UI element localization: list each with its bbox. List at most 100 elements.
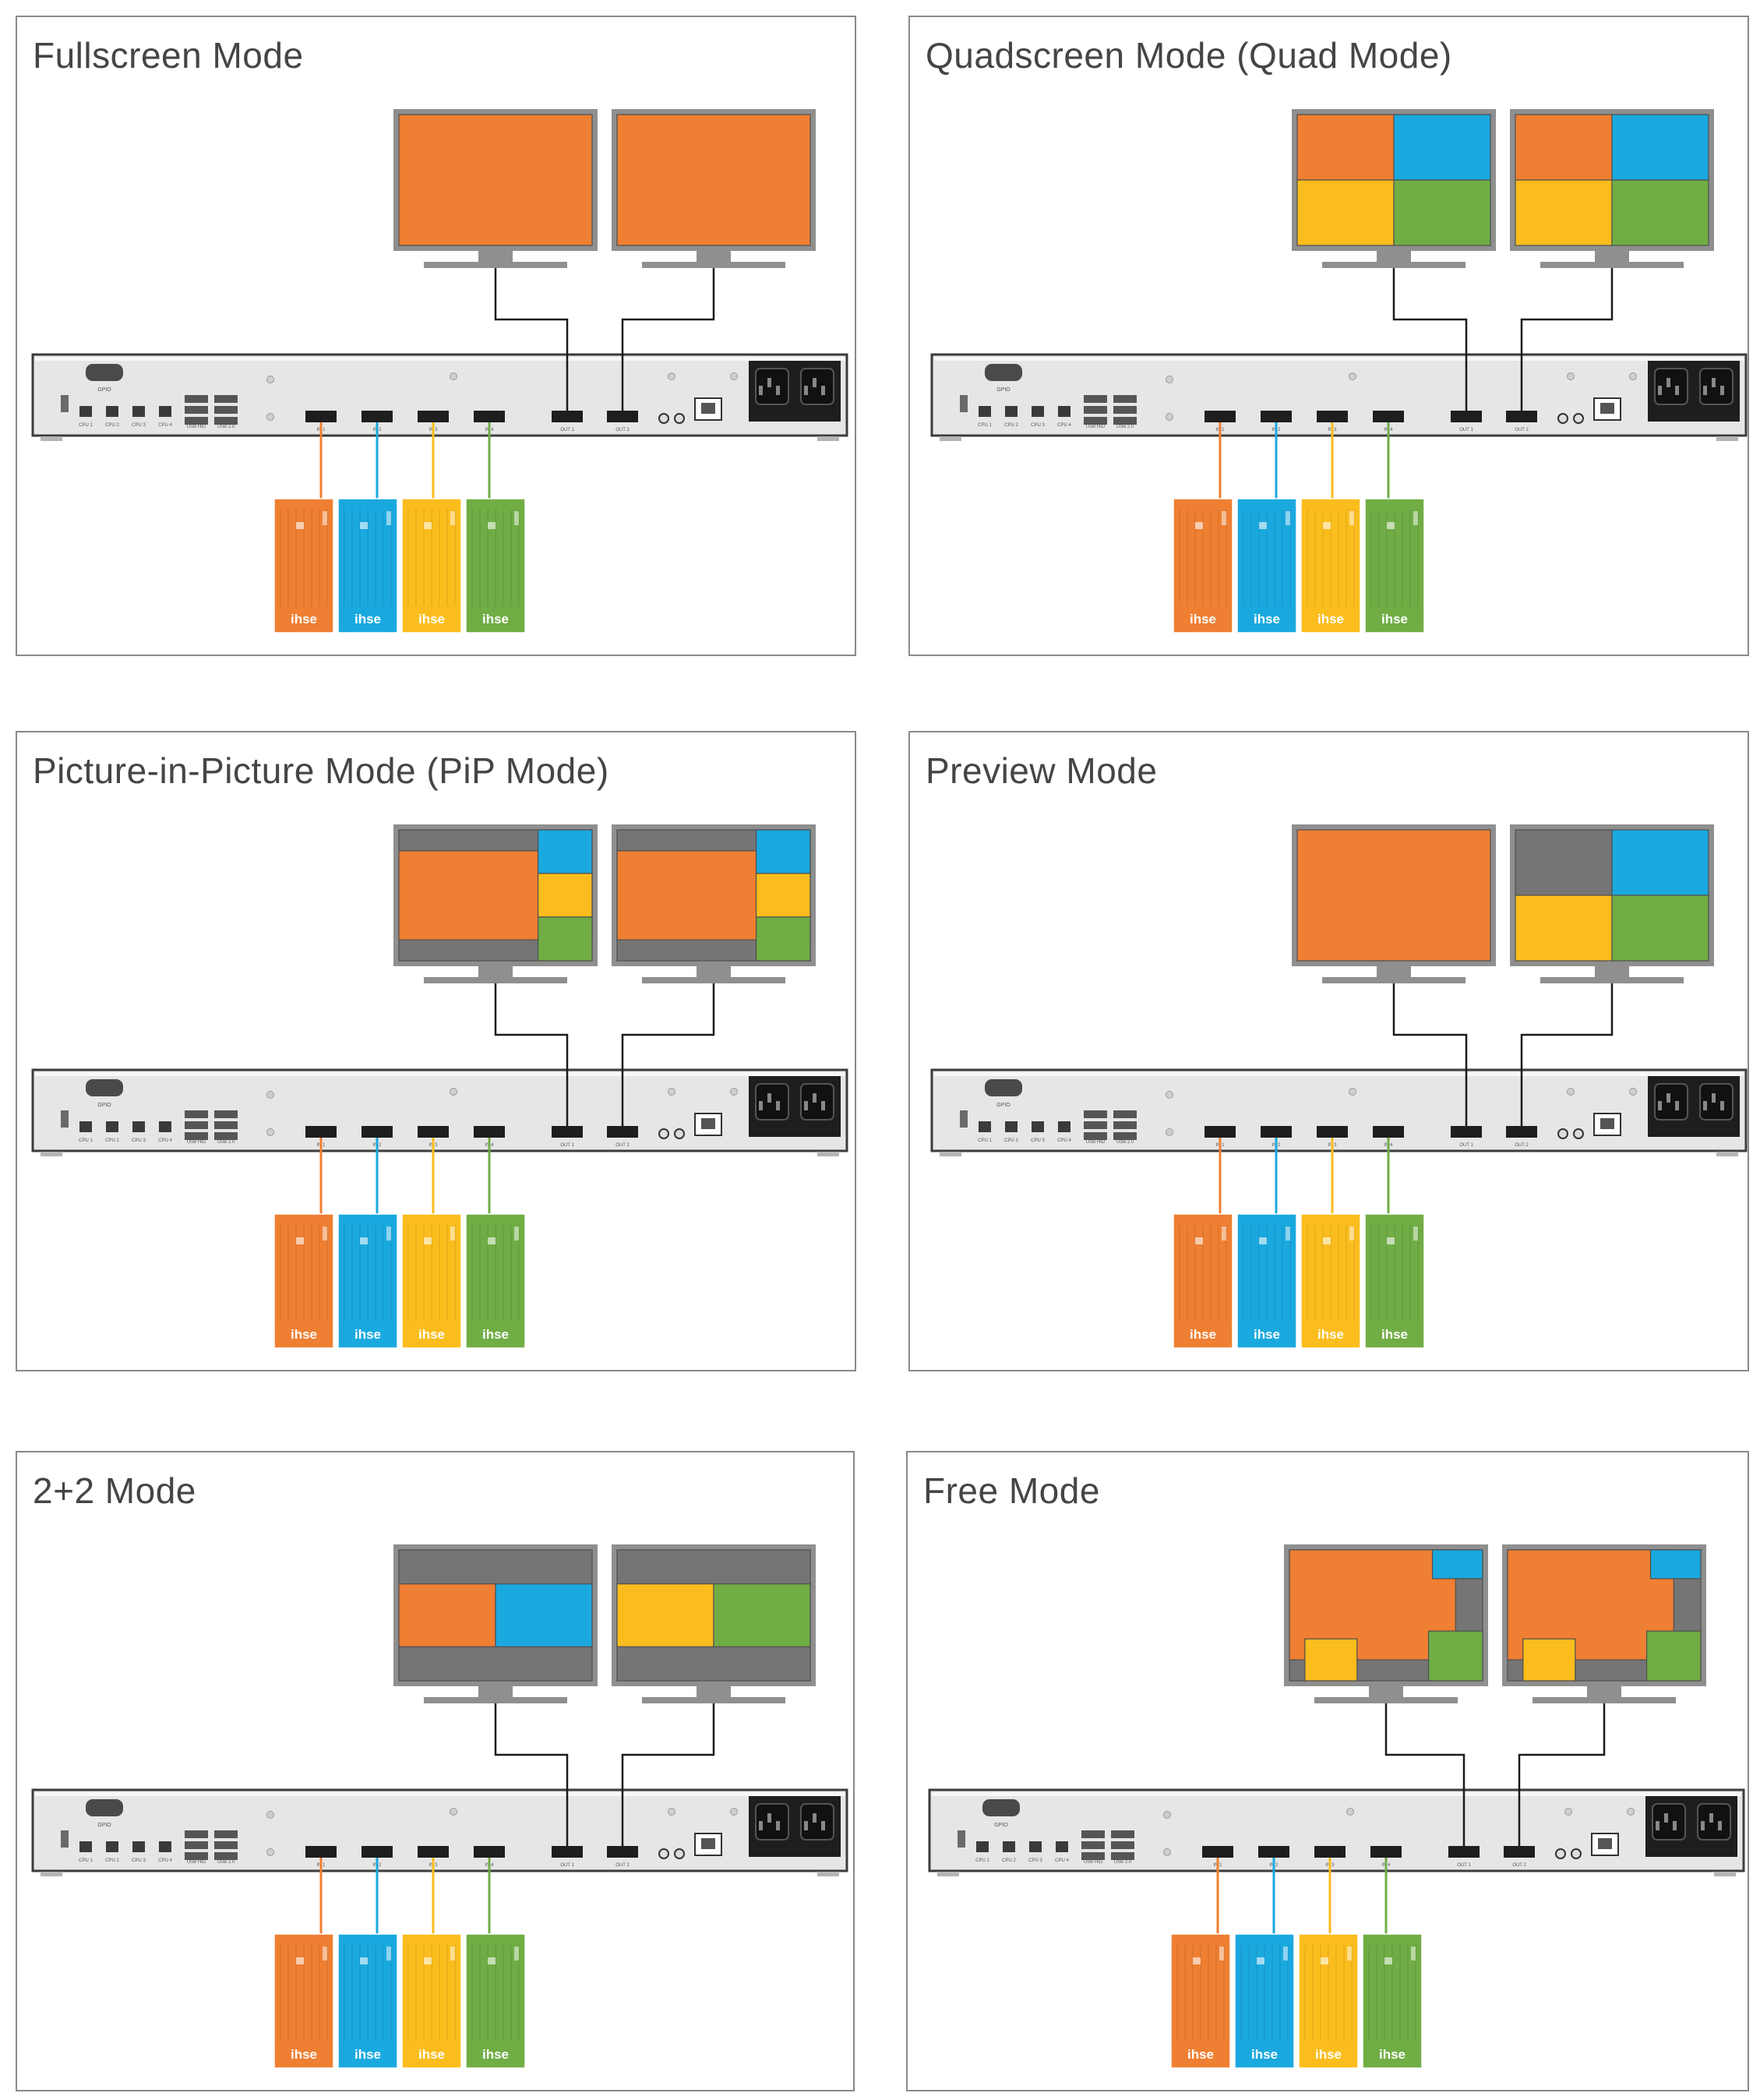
screw-icon <box>1567 1088 1575 1096</box>
audio-jack-icon <box>658 413 669 424</box>
screw-icon <box>1163 1848 1171 1856</box>
screw-icon <box>1564 1808 1572 1816</box>
serial-port-icon <box>985 1079 1022 1096</box>
power-pin <box>1675 386 1679 395</box>
monitor-stand-base <box>1314 1697 1458 1703</box>
switch-icon <box>61 1110 69 1128</box>
screw-icon <box>1166 1091 1173 1099</box>
screen-window <box>616 114 811 246</box>
usb-port-icon <box>1084 417 1107 425</box>
power-pin <box>767 1093 771 1103</box>
port-label: CPU 2 <box>1002 1858 1016 1863</box>
output-port <box>1451 1126 1482 1138</box>
cable-out-1 <box>1392 983 1468 1126</box>
power-pin <box>821 1821 825 1830</box>
pc-led <box>323 511 327 525</box>
screw-icon <box>1629 1088 1637 1096</box>
pc-brand-logo: ihse <box>291 2047 317 2062</box>
screw-icon <box>266 376 274 383</box>
usb-port-icon <box>979 406 991 417</box>
source-computer-1: ihse <box>273 1933 334 2069</box>
screen-window <box>1431 1549 1483 1579</box>
pc-port <box>1193 1957 1201 1964</box>
serial-port-icon <box>982 1799 1020 1816</box>
input-port <box>1314 1846 1346 1858</box>
monitor-stand-neck <box>1595 966 1629 977</box>
port-label: CPU 3 <box>132 1138 146 1143</box>
usb-port-icon <box>159 1121 171 1132</box>
source-computer-4: ihse <box>465 498 526 634</box>
output-port <box>1506 1126 1537 1138</box>
input-port <box>305 1126 337 1138</box>
pc-brand-logo: ihse <box>1187 2047 1214 2062</box>
port-label: OUT 1 <box>560 1143 574 1148</box>
source-computer-3: ihse <box>401 1213 462 1349</box>
port-label: OUT 2 <box>615 1863 630 1868</box>
cable-out-1 <box>1392 268 1468 411</box>
monitor-stand-base <box>642 262 785 268</box>
pc-led <box>386 1226 391 1241</box>
screw-icon <box>1349 1088 1356 1096</box>
port-label: OUT 1 <box>560 428 574 432</box>
power-pin <box>776 1821 780 1830</box>
monitor <box>1502 1544 1706 1703</box>
port-label: CPU 1 <box>79 423 93 428</box>
port-label: CPU 4 <box>158 1858 172 1863</box>
usb-port-icon <box>1058 1121 1070 1132</box>
power-pin <box>1712 1093 1716 1103</box>
device-highlight <box>934 1072 1744 1076</box>
device-chassis <box>928 1788 1745 1872</box>
power-pin <box>1658 1101 1662 1110</box>
usb-port-icon <box>1032 406 1044 417</box>
cable-out-2 <box>621 983 715 1126</box>
rj45-socket <box>701 1838 715 1849</box>
source-computer-1: ihse <box>273 498 334 634</box>
pc-port <box>488 1237 496 1244</box>
pc-led <box>386 1946 391 1961</box>
power-pin <box>1703 386 1707 395</box>
monitor-stand-base <box>424 1697 567 1703</box>
power-pin <box>821 1101 825 1110</box>
power-pin <box>1712 378 1716 387</box>
panel-title: Fullscreen Mode <box>33 35 304 76</box>
output-port <box>1451 411 1482 422</box>
screen-window <box>1611 179 1709 246</box>
monitor-stand-neck <box>1595 251 1629 262</box>
device-foot <box>817 436 839 441</box>
usb-port-icon <box>1084 1121 1107 1129</box>
power-inlet-icon <box>1699 1083 1734 1121</box>
device-highlight <box>35 357 845 361</box>
pc-led <box>1411 1946 1416 1961</box>
screen-window <box>1611 829 1709 896</box>
input-port <box>1317 1126 1348 1138</box>
source-computer-2: ihse <box>337 1933 398 2069</box>
input-port <box>1370 1846 1402 1858</box>
screen-window <box>537 873 593 918</box>
screen-window <box>1515 114 1613 181</box>
port-label: GPIO <box>996 1103 1011 1108</box>
source-computer-1: ihse <box>1173 1213 1233 1349</box>
audio-jack-icon <box>1555 1848 1566 1859</box>
pc-brand-logo: ihse <box>1190 1327 1216 1342</box>
monitor-stand-base <box>424 977 567 983</box>
port-label: USB 2.0 <box>1116 1140 1134 1145</box>
pc-brand-logo: ihse <box>291 612 317 626</box>
power-pin <box>1667 1093 1670 1103</box>
input-port <box>305 1846 337 1858</box>
port-label: OUT 2 <box>615 1143 630 1148</box>
monitor-stand-base <box>1533 1697 1676 1703</box>
device-chassis <box>31 353 848 437</box>
power-pin <box>1667 378 1670 387</box>
pc-port <box>1323 1237 1331 1244</box>
power-inlet-icon <box>1654 1083 1688 1121</box>
usb-port-icon <box>1081 1830 1105 1838</box>
device-chassis <box>930 1068 1748 1152</box>
pc-brand-logo: ihse <box>1190 612 1216 626</box>
port-label: GPIO <box>97 1823 111 1828</box>
monitor-stand-base <box>1322 977 1465 983</box>
screen-window <box>398 114 593 246</box>
input-port <box>1373 1126 1404 1138</box>
